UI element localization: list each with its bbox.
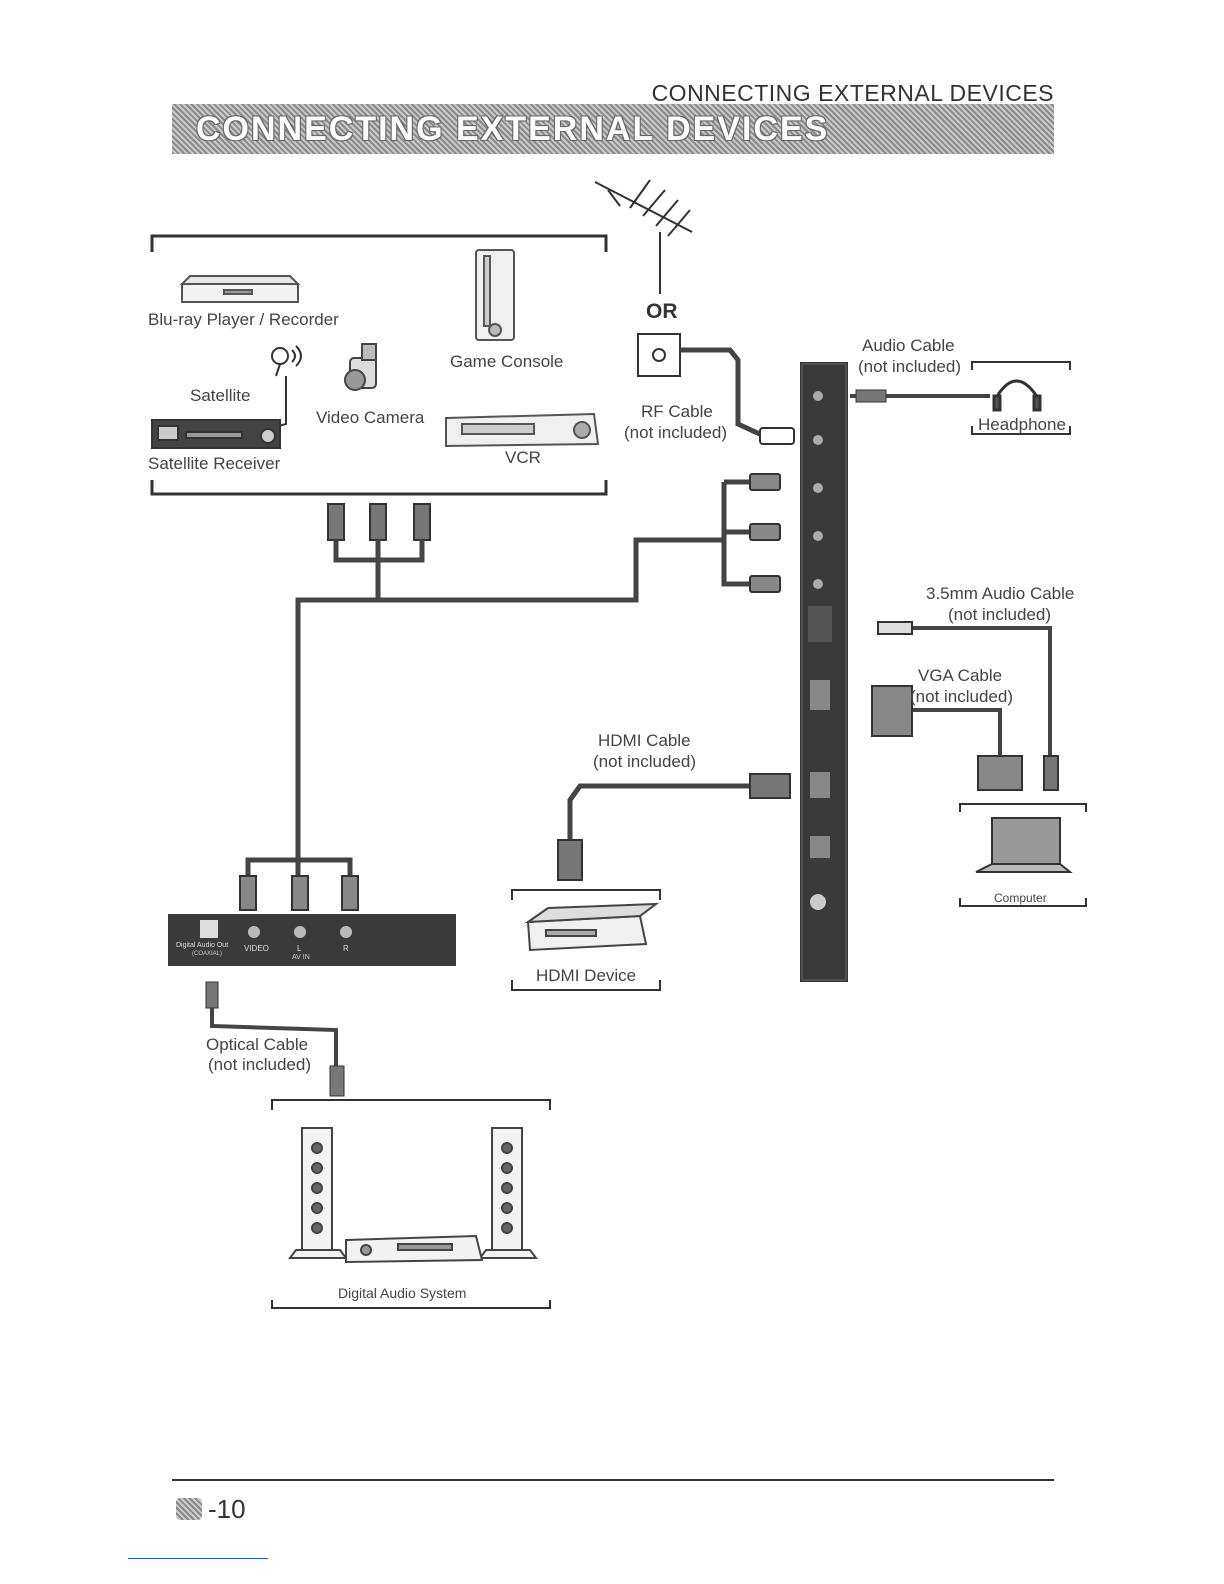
- panel-av-in: AV IN: [292, 954, 310, 961]
- tv-side-panel: [800, 362, 848, 982]
- label-computer: Computer: [994, 891, 1047, 905]
- title-banner: CONNECTING EXTERNAL DEVICES: [172, 104, 1054, 154]
- footer-link-underline: [128, 1558, 268, 1559]
- label-digital-audio-system: Digital Audio System: [338, 1285, 467, 1301]
- panel-coaxial: (COAXIAL): [192, 951, 223, 957]
- page-number: -10: [208, 1494, 246, 1524]
- label-audio-cable: Audio Cable: [862, 336, 955, 355]
- headphone-icon: [992, 379, 1042, 412]
- label-audio35-cable: 3.5mm Audio Cable: [926, 584, 1075, 603]
- audio35-plug-computer: [1043, 755, 1059, 791]
- banner-title: CONNECTING EXTERNAL DEVICES: [196, 110, 830, 148]
- av-input-panel: [168, 914, 456, 966]
- audio35-plug-panel: [877, 621, 913, 635]
- headphone-bracket: [971, 361, 1071, 435]
- label-rf-note: (not included): [624, 423, 728, 442]
- panel-r: R: [343, 944, 349, 953]
- rf-cable: [680, 347, 766, 439]
- label-audio35-note: (not included): [948, 605, 1052, 624]
- hdmi-device-bracket: [511, 889, 661, 991]
- hdmi-plug-panel: [749, 773, 791, 799]
- label-game-console: Game Console: [450, 352, 564, 371]
- vga-plug-panel: [871, 685, 913, 737]
- satellite-dish-icon: [263, 345, 302, 431]
- label-optical-cable: Optical Cable: [206, 1035, 309, 1054]
- rca-plugs-source: [327, 503, 431, 541]
- panel-video: VIDEO: [244, 944, 269, 953]
- label-vga-note: (not included): [910, 687, 1014, 706]
- video-camera-icon: [344, 343, 377, 391]
- hdmi-device-icon: [524, 902, 660, 952]
- label-satellite: Satellite: [190, 386, 251, 405]
- label-audio-note: (not included): [858, 357, 962, 376]
- label-rf-cable: RF Cable: [641, 402, 713, 421]
- bluray-player-icon: [179, 275, 301, 303]
- label-hdmi-device: HDMI Device: [536, 966, 637, 985]
- hdmi-cable: [567, 783, 752, 840]
- rf-plug: [759, 427, 795, 445]
- speaker-right-icon: [478, 1127, 538, 1259]
- panel-digital-audio-out: Digital Audio Out: [176, 942, 229, 949]
- game-console-icon: [475, 249, 515, 341]
- composite-cable: [245, 479, 756, 880]
- vga-plug-computer: [977, 755, 1023, 791]
- language-badge-icon: [176, 1498, 202, 1520]
- hdmi-plug-device: [557, 839, 583, 881]
- section-header: CONNECTING EXTERNAL DEVICES: [651, 80, 1054, 106]
- optical-cable: [210, 1006, 338, 1082]
- label-bluray: Blu-ray Player / Recorder: [148, 310, 339, 329]
- source-devices-bracket: [150, 234, 608, 496]
- audio-receiver-icon: [345, 1234, 484, 1264]
- rca-plugs-tv: [749, 473, 781, 593]
- satellite-receiver-icon: [151, 419, 281, 449]
- vga-cable: [910, 708, 1002, 758]
- rf-outlet-icon: [637, 333, 681, 377]
- optical-plug-panel: [205, 981, 219, 1009]
- label-or: OR: [646, 300, 678, 323]
- digital-audio-bracket: [271, 1099, 551, 1309]
- label-hdmi-cable: HDMI Cable: [598, 731, 691, 750]
- label-video-camera: Video Camera: [316, 408, 425, 427]
- antenna-icon: [594, 179, 693, 294]
- label-satellite-receiver: Satellite Receiver: [148, 454, 281, 473]
- panel-l: L: [297, 944, 302, 953]
- label-vga-cable: VGA Cable: [918, 666, 1003, 685]
- label-hdmi-note: (not included): [593, 752, 697, 771]
- label-optical-note: (not included): [208, 1055, 312, 1074]
- headphone-plug: [855, 389, 887, 403]
- rca-plugs-av-panel: [239, 875, 359, 911]
- laptop-icon: [975, 817, 1073, 873]
- optical-plug-audio: [329, 1065, 345, 1097]
- vcr-icon: [445, 412, 600, 448]
- audio35-cable: [910, 626, 1052, 758]
- label-headphone: Headphone: [978, 415, 1066, 434]
- label-vcr: VCR: [505, 448, 541, 467]
- speaker-left-icon: [288, 1127, 348, 1259]
- computer-bracket: [959, 803, 1087, 907]
- footer-rule: [172, 1479, 1054, 1481]
